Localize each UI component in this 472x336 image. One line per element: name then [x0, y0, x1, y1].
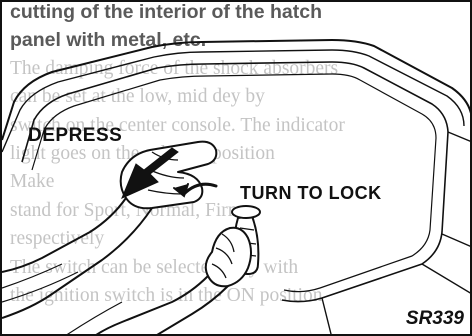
right-hand — [92, 228, 251, 336]
turn-to-lock-callout: TURN TO LOCK — [240, 183, 382, 204]
roof-panel-frame — [2, 40, 472, 336]
depress-callout: DEPRESS — [28, 125, 122, 147]
figure-code-label: SR339 — [406, 308, 464, 330]
sleeve-lines — [2, 264, 122, 336]
